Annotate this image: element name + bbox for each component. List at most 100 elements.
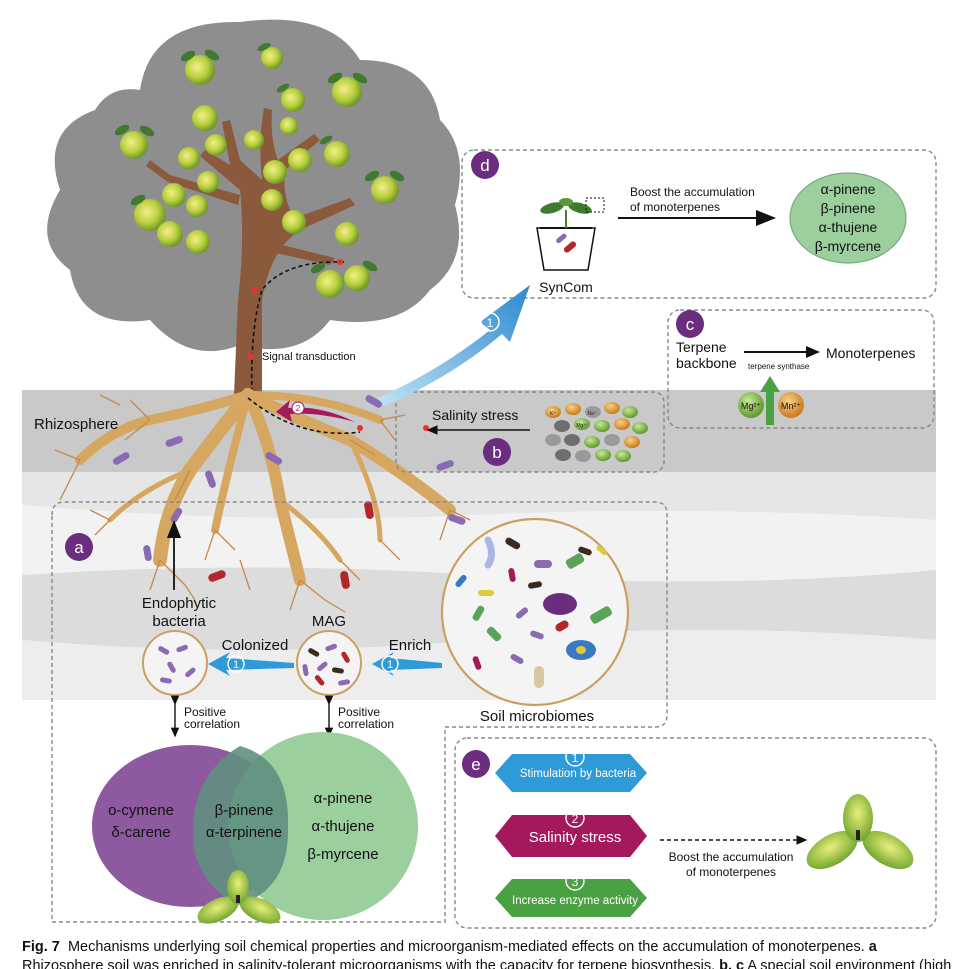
figure-caption: Fig. 7 Mechanisms underlying soil chemic… [22, 938, 952, 969]
tree-fruits [120, 47, 399, 298]
caption-bold-bc: b, c [719, 958, 745, 969]
endophytic-label-2: bacteria [152, 613, 206, 630]
step2-hexagon-badge [565, 808, 585, 828]
syncom-pot [536, 197, 605, 271]
rhizosphere-bacteria [112, 395, 466, 589]
panel-e-badge [462, 750, 490, 778]
panel-c-badge [676, 310, 704, 338]
panel-d-letter: d [480, 156, 489, 175]
step3-hexagon [495, 879, 647, 917]
venn-intersection [192, 746, 289, 905]
ion-cluster [545, 402, 648, 462]
step1-badge-enrich-label: 1 [387, 659, 393, 671]
step1-badge-colonized-label: 1 [233, 659, 239, 671]
mag-microbes [302, 643, 351, 686]
terpene-synthase-label: terpene synthase [748, 362, 810, 371]
venn-right-item-0: α-pinene [314, 790, 373, 807]
panel-a-box [51, 501, 668, 923]
terpene-label-2: backbone [676, 355, 737, 371]
correlation-label-2: correlation [338, 717, 394, 731]
boost-e-line2: of monoterpenes [686, 865, 776, 879]
rhizosphere-label: Rhizosphere [34, 416, 118, 433]
step1-hexagon-badge-label: 1 [572, 751, 579, 765]
step1-badge-enrich [381, 655, 399, 673]
tree-leaves [114, 42, 405, 274]
monoterpenes-label: Monoterpenes [826, 345, 916, 361]
step1-hexagon-badge [565, 747, 585, 767]
panel-c-box [667, 309, 935, 429]
soil-band-light [22, 472, 936, 520]
enzyme-up-arrow [760, 376, 780, 425]
step3-hexagon-label: Increase enzyme activity [512, 895, 638, 907]
caption-line-1: Fig. 7 Mechanisms underlying soil chemic… [22, 938, 952, 957]
caption-line2: Rhizosphere soil was enriched in salinit… [22, 958, 716, 969]
panel-d-terpene-0: α-pinene [821, 181, 876, 197]
step2-badge-small-label: 2 [296, 404, 301, 413]
ion-na-label: Na⁺ [587, 411, 596, 417]
caption-text: Mechanisms underlying soil chemical prop… [67, 939, 865, 955]
terpene-ellipse-d [789, 172, 907, 264]
mag-circle [296, 630, 362, 696]
boost-d-line2: of monoterpenes [630, 200, 720, 214]
syncom-label: SynCom [539, 279, 593, 295]
soil-microbiomes-label: Soil microbiomes [480, 708, 594, 725]
mn-ion-label: Mn²⁺ [781, 401, 801, 411]
panel-e-box [454, 737, 937, 929]
mg-ion-label: Mg²⁺ [741, 401, 761, 411]
venn-left-item-0: o-cymene [108, 802, 174, 819]
panel-e-letter: e [471, 755, 480, 774]
caption-line-2: Rhizosphere soil was enriched in salinit… [22, 957, 952, 969]
step1-hexagon [495, 754, 647, 792]
fine-roots [54, 394, 471, 613]
panel-d-terpene-2: α-thujene [819, 219, 878, 235]
root-signal-path [247, 397, 361, 435]
colonized-label: Colonized [222, 637, 289, 654]
step2-hexagon [495, 815, 647, 857]
positive-label-1: Positive [184, 705, 226, 719]
boost-e-line1: Boost the accumulation [669, 850, 794, 864]
mg-ion [738, 392, 764, 418]
mn-ion [778, 392, 804, 418]
tree-trunk [146, 108, 355, 395]
enrich-arrow [372, 652, 442, 676]
seedling-large [806, 794, 914, 870]
caption-line2b: A special soil environment (high [747, 958, 952, 969]
step1-badge-d [480, 312, 500, 332]
seedling-small [197, 870, 281, 924]
step2-badge-small [291, 401, 305, 415]
venn-middle-item-1: α-terpinene [206, 824, 282, 841]
panel-d-terpene-list: α-pinene β-pinene α-thujene β-myrcene [815, 181, 882, 254]
panel-d-box [461, 149, 937, 299]
venn-right-item-1: α-thujene [312, 818, 375, 835]
step1-badge-colonized [227, 655, 245, 673]
boost-d-line1: Boost the accumulation [630, 185, 755, 199]
soil-microbes [455, 536, 612, 688]
panel-c-letter: c [686, 315, 695, 334]
panel-b-badge [483, 438, 511, 466]
positive-label-2: Positive [338, 705, 380, 719]
correlation-label-1: correlation [184, 717, 240, 731]
venn-left-list: o-cymene δ-carene [108, 802, 174, 841]
endophytic-label-1: Endophytic [142, 595, 217, 612]
salinity-stress-label: Salinity stress [432, 407, 518, 423]
mag-label: MAG [312, 613, 346, 630]
panel-b-box [395, 391, 665, 473]
step2-hexagon-badge-label: 2 [572, 812, 579, 826]
step3-hexagon-badge-label: 3 [572, 875, 579, 889]
panel-a-badge [65, 533, 93, 561]
venn-right-list: α-pinene α-thujene β-myrcene [307, 790, 378, 863]
caption-fig-label: Fig. 7 [22, 939, 60, 955]
enrich-label: Enrich [389, 637, 432, 654]
panel-d-terpene-1: β-pinene [821, 200, 876, 216]
panel-d-badge [471, 151, 499, 179]
step1-hexagon-label: Stimulation by bacteria [520, 768, 637, 780]
endophytic-microbes [158, 644, 196, 684]
panel-a-letter: a [74, 538, 84, 557]
venn-left-item-1: δ-carene [111, 824, 170, 841]
venn-right-item-2: β-myrcene [307, 846, 378, 863]
step3-hexagon-badge [565, 871, 585, 891]
step1-badge-d-label: 1 [487, 316, 494, 330]
panel-d-terpene-3: β-myrcene [815, 238, 882, 254]
